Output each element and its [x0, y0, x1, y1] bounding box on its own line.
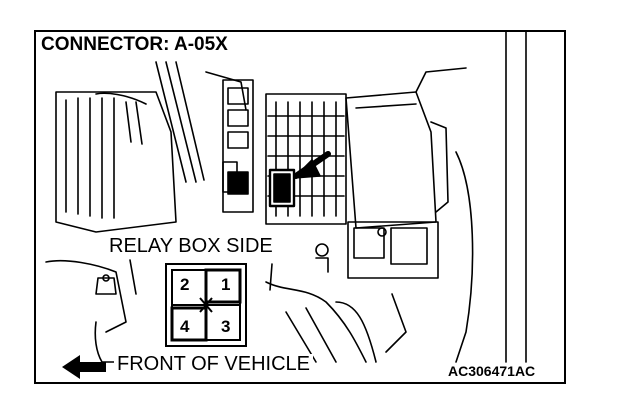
- connector-title: CONNECTOR: A-05X: [40, 34, 231, 56]
- pin-4-label: 4: [180, 317, 190, 336]
- front-of-vehicle-label: FRONT OF VEHICLE: [114, 354, 313, 374]
- front-arrow-icon: [62, 355, 106, 379]
- pin-1-label: 1: [221, 275, 231, 294]
- pin-3-label: 3: [221, 317, 231, 336]
- diagram-frame: CONNECTOR: A-05X RELAY BOX SIDE FRONT OF…: [34, 30, 566, 384]
- figure-code: AC306471AC: [446, 363, 538, 379]
- connector-face-icon: [165, 263, 247, 347]
- relay-box-illustration: [45, 32, 527, 379]
- pin-2-label: 2: [180, 275, 190, 294]
- relay-box-side-label: RELAY BOX SIDE: [106, 236, 276, 256]
